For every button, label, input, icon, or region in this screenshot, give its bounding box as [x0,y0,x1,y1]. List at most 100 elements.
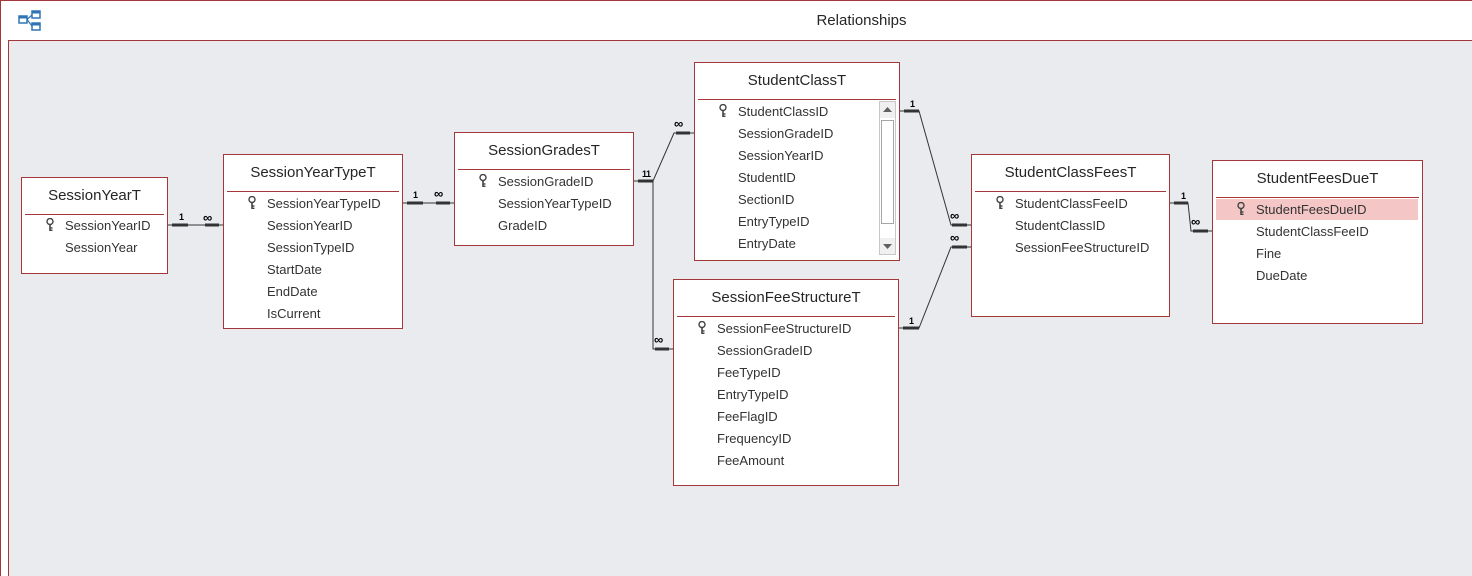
table-title[interactable]: SessionGradesT [488,142,600,159]
window-border-top [0,0,1472,1]
primary-key-icon [479,174,487,188]
field-name: GradeID [498,218,548,233]
table-sessionyeart[interactable]: SessionYearT SessionYearID SessionYear [21,177,168,274]
field-name: DueDate [1256,268,1308,283]
cardinality-many-label: ∞ [950,230,960,245]
table-title[interactable]: SessionFeeStructureT [711,289,861,306]
field-name: EntryTypeID [738,214,810,229]
table-studentclasst[interactable]: StudentClassT StudentClassID SessionGrad… [694,62,900,261]
cardinality-one-label: 1 [413,190,419,200]
table-title[interactable]: SessionYearTypeT [250,164,376,181]
cardinality-many-label: ∞ [203,210,213,225]
field-row[interactable]: FrequencyID [677,428,895,449]
field-row[interactable]: Fine [1216,243,1419,264]
primary-key-icon [248,196,256,210]
field-name: EntryDate [738,236,796,251]
field-row[interactable]: SessionYearTypeID [227,193,399,214]
table-title[interactable]: StudentClassT [747,72,847,89]
field-row[interactable]: FeeTypeID [677,362,895,383]
field-row[interactable]: EntryTypeID [677,384,895,405]
field-row[interactable]: StartDate [227,259,399,280]
cardinality-one-label: 1 [910,99,916,109]
table-studentclassfeest[interactable]: StudentClassFeesT StudentClassFeeID Stud… [971,154,1170,317]
field-row[interactable]: SessionYearID [698,145,877,166]
relationships-icon[interactable] [18,10,42,32]
window-title: Relationships [816,12,907,29]
primary-key-icon [996,196,1004,210]
cardinality-many-label: ∞ [950,208,960,223]
field-row[interactable]: SessionGradeID [458,171,630,192]
vertical-scrollbar[interactable] [879,101,896,255]
field-name: SessionGradeID [738,126,834,141]
field-name: SessionGradeID [498,174,594,189]
table-sessionfeestructuret[interactable]: SessionFeeStructureT SessionFeeStructure… [673,279,899,486]
field-row[interactable]: SectionID [698,189,877,210]
table-studentfeesduet[interactable]: StudentFeesDueT StudentFeesDueID Student… [1212,160,1423,324]
field-name: StudentClassID [738,104,829,119]
field-row[interactable]: SessionTypeID [227,237,399,258]
field-name: SessionGradeID [717,343,813,358]
field-row[interactable]: EntryTypeID [698,211,877,232]
table-sessiongradest[interactable]: SessionGradesT SessionGradeID SessionYea… [454,132,634,246]
field-row[interactable]: SessionFeeStructureID [677,318,895,339]
cardinality-many-label: ∞ [434,186,444,201]
field-name: EntryTypeID [717,387,789,402]
field-row[interactable]: FeeAmount [677,450,895,471]
field-row[interactable]: SessionYearID [227,215,399,236]
field-row[interactable]: GradeID [458,215,630,236]
primary-key-icon [719,104,727,118]
field-row[interactable]: SessionGradeID [698,123,877,144]
field-row-selected[interactable]: StudentFeesDueID [1216,199,1418,220]
field-row[interactable]: SessionYearTypeID [458,193,630,214]
field-row[interactable]: DueDate [1216,265,1419,286]
field-row[interactable]: StudentID [698,167,877,188]
field-name: SessionFeeStructureID [717,321,852,336]
scroll-up-button[interactable] [880,102,895,118]
field-row[interactable]: StudentClassFeeID [975,193,1166,214]
title-divider [698,99,896,100]
table-title[interactable]: StudentFeesDueT [1256,170,1379,187]
field-name: SessionYearTypeID [267,196,381,211]
table-title[interactable]: StudentClassFeesT [1004,164,1137,181]
field-row[interactable]: StudentClassFeeID [1216,221,1419,242]
field-name: FeeAmount [717,453,785,468]
field-row[interactable]: IsCurrent [227,303,399,324]
cardinality-many-label: ∞ [674,116,684,131]
field-row[interactable]: SessionFeeStructureID [975,237,1166,258]
table-title[interactable]: SessionYearT [48,187,141,204]
field-name: StudentClassFeeID [1256,224,1369,239]
field-name: StartDate [267,262,322,277]
field-name: StudentID [738,170,796,185]
scroll-thumb[interactable] [881,120,894,224]
title-bar: Relationships [1,1,1472,39]
cardinality-one-label: 1 [179,212,185,222]
window-border-left [0,0,1,576]
field-row[interactable]: SessionGradeID [677,340,895,361]
field-name: FeeTypeID [717,365,781,380]
field-name: EndDate [267,284,318,299]
field-row[interactable]: StudentClassID [975,215,1166,236]
field-name: StudentClassFeeID [1015,196,1128,211]
cardinality-one-label: 1 [646,169,652,179]
field-name: FeeFlagID [717,409,778,424]
table-sessionyeartypet[interactable]: SessionYearTypeT SessionYearTypeID Sessi… [223,154,403,329]
scroll-down-button[interactable] [880,238,895,254]
field-row[interactable]: EntryDate [698,233,877,254]
field-row[interactable]: StudentClassID [698,101,877,122]
title-divider [1216,197,1419,198]
field-row[interactable]: FeeFlagID [677,406,895,427]
field-row[interactable]: EndDate [227,281,399,302]
field-name: SessionYearID [65,218,151,233]
cardinality-many-label: ∞ [1191,214,1201,229]
primary-key-icon [1237,202,1245,216]
field-name: SessionFeeStructureID [1015,240,1150,255]
cardinality-one-label: 1 [642,169,648,179]
arrow-down-icon [883,244,892,249]
field-name: IsCurrent [267,306,321,321]
field-name: StudentClassID [1015,218,1106,233]
title-divider [975,191,1166,192]
title-divider [227,191,399,192]
cardinality-many-label: ∞ [654,332,664,347]
field-row[interactable]: SessionYearID [25,215,164,236]
field-row[interactable]: SessionYear [25,237,164,258]
